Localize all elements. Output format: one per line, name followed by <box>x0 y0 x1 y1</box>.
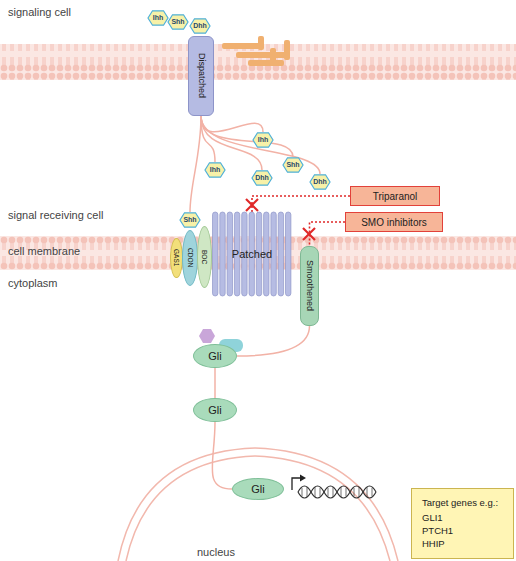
signal-line <box>201 116 262 170</box>
ligand-hexagon: Ihh <box>204 162 226 178</box>
node-label: Ihh <box>210 166 221 174</box>
transporter-protein: Dispatched <box>188 36 214 116</box>
signal-line <box>201 116 293 157</box>
ligand-hexagon: Shh <box>179 212 201 228</box>
region-label: nucleus <box>197 546 235 558</box>
node-label: Dispatched <box>196 53 206 98</box>
inhibition-line <box>310 222 346 246</box>
node-label: Dhh <box>313 178 327 186</box>
node-label: Ihh <box>153 14 164 22</box>
hexagon-shape <box>253 133 273 147</box>
hexagon-shape <box>205 163 225 177</box>
ligand-hexagon: Ihh <box>252 132 274 148</box>
node-label: SMO inhibitors <box>361 217 427 228</box>
hexagon-shape <box>148 11 168 25</box>
signal-line <box>190 116 201 212</box>
signal-line <box>237 326 310 356</box>
ligand-hexagon: Dhh <box>251 170 273 186</box>
ligand-hexagon: Shh <box>167 14 189 30</box>
receptor-protein: Patched <box>211 212 293 296</box>
node-label: Dhh <box>255 174 269 182</box>
coreceptor-protein: BOC <box>197 226 212 288</box>
node-label: Shh <box>286 161 299 169</box>
signal-line <box>214 368 216 398</box>
hexagon-shape <box>168 15 188 29</box>
ligand-hexagon: Shh <box>282 157 304 173</box>
inhibitor-box: Triparanol <box>350 186 440 206</box>
signal-line <box>212 422 232 489</box>
node-label: BOC <box>201 250 208 264</box>
hexagon-shape <box>310 175 330 189</box>
node-label: Ihh <box>258 136 269 144</box>
node-label: Patched <box>232 248 272 260</box>
hexagon-shape <box>180 213 200 227</box>
node-label: Gli <box>208 350 221 362</box>
cell-membrane <box>0 44 516 80</box>
signal-line <box>201 116 263 132</box>
node-label: GAS1 <box>173 249 180 266</box>
region-label: signaling cell <box>8 6 71 18</box>
transcription-factor: Gli <box>193 344 237 368</box>
target-genes-box: Target genes e.g.: GLI1 PTCH1 HHIP <box>411 488 514 559</box>
dna-helix <box>298 486 376 498</box>
inhibition-mark <box>246 199 258 211</box>
protein-complex-part <box>199 329 215 343</box>
transmembrane-helix <box>220 212 225 296</box>
transcription-factor: Gli <box>232 478 284 500</box>
region-label: signal receiving cell <box>8 209 103 221</box>
inhibitor-box: SMO inhibitors <box>345 212 443 232</box>
node-label: Target genes e.g.: <box>422 498 498 508</box>
receptor-protein: Smoothened <box>300 246 319 326</box>
node-label: Dhh <box>193 22 207 30</box>
node-label: Gli <box>251 483 264 495</box>
node-label: Shh <box>183 216 196 224</box>
inhibition-mark <box>303 228 315 240</box>
node-label: Triparanol <box>373 191 418 202</box>
transmembrane-helix <box>278 212 283 296</box>
node-label: Smoothened <box>305 260 315 311</box>
ligand-hexagon: Dhh <box>189 18 211 34</box>
region-label: cell membrane <box>8 245 80 257</box>
hexagon-shape <box>283 158 303 172</box>
transcription-factor: Gli <box>193 398 237 422</box>
node-label: Gli <box>208 404 221 416</box>
hexagon-shape <box>252 171 272 185</box>
ligand-hexagon: Ihh <box>147 10 169 26</box>
transmembrane-helix <box>213 212 218 296</box>
node-label: Shh <box>171 18 184 26</box>
inhibition-line <box>252 196 350 212</box>
coreceptor-protein: CDON <box>182 230 198 286</box>
hexagon-shape <box>190 19 210 33</box>
cholesterol-molecules <box>222 36 290 66</box>
region-label: cytoplasm <box>8 277 58 289</box>
transcription-arrow <box>292 475 306 491</box>
node-label: CDON <box>186 248 193 267</box>
transmembrane-helix <box>227 212 232 296</box>
ligand-hexagon: Dhh <box>309 174 331 190</box>
node-body: GLI1 PTCH1 HHIP <box>422 512 460 550</box>
transmembrane-helix <box>286 212 291 296</box>
nuclear-envelope <box>118 448 398 561</box>
